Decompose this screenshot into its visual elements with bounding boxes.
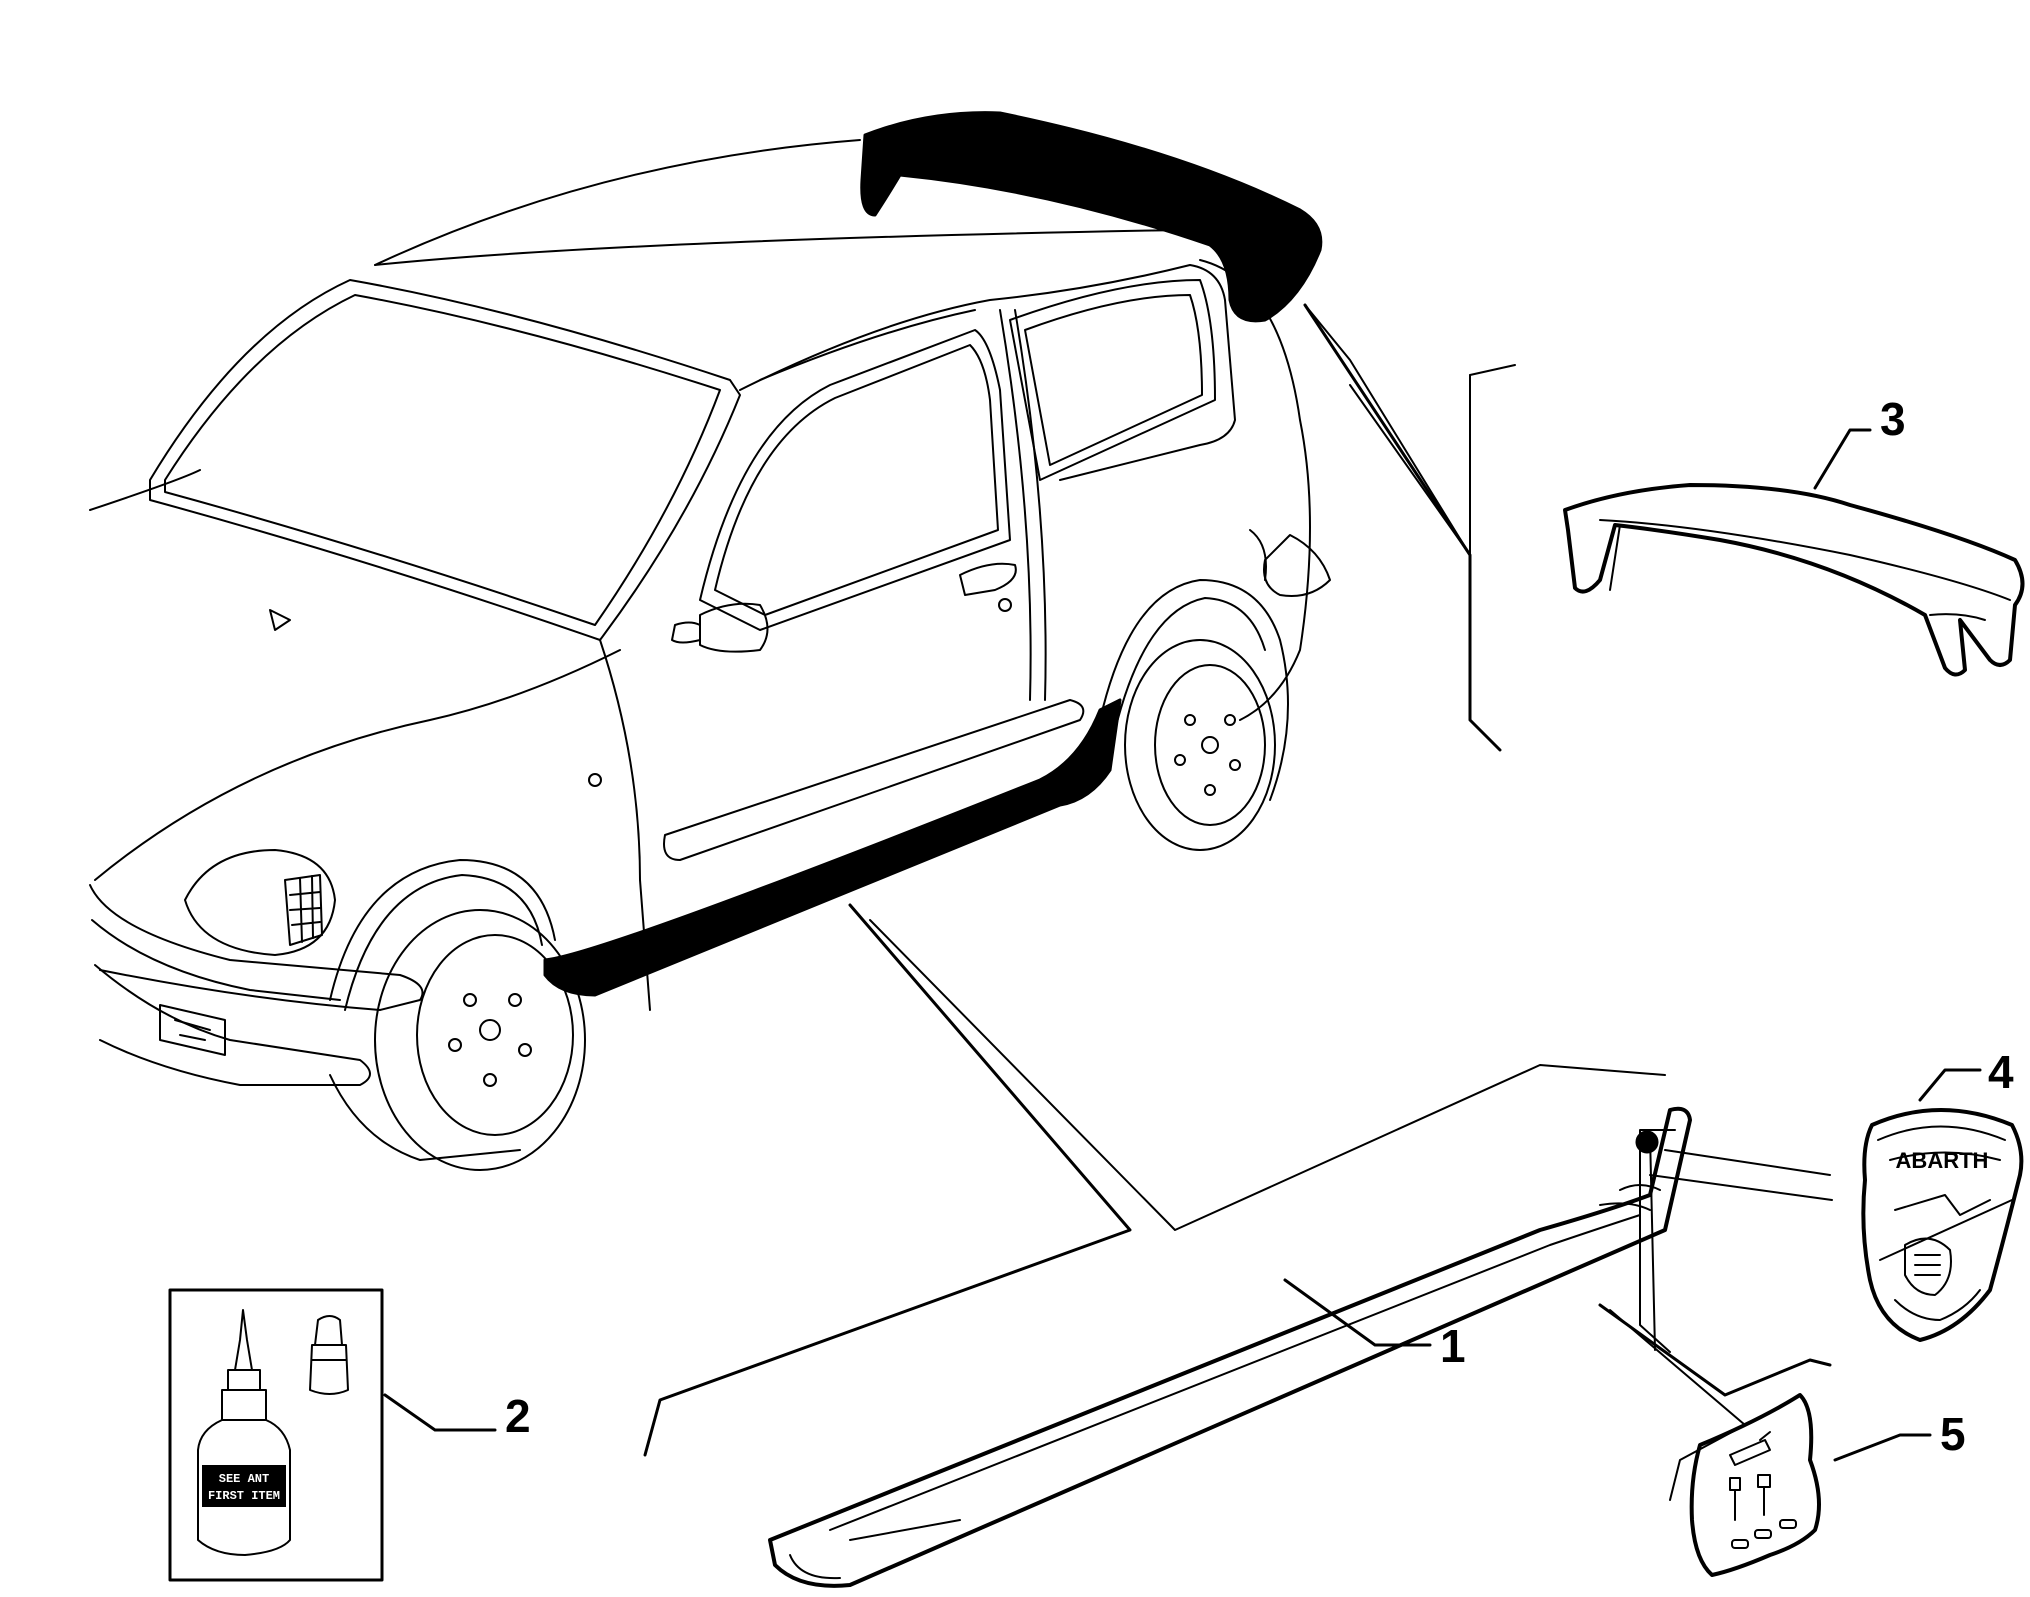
callout-4-leader — [1918, 1068, 1982, 1102]
abarth-badge: ABARTH — [1861, 1108, 2024, 1342]
badge-text: ABARTH — [1896, 1148, 1989, 1173]
callout-5-leader — [1833, 1433, 1932, 1462]
fastener-bag — [1689, 1393, 1821, 1577]
fastener-kit — [1689, 1393, 1821, 1577]
leader-lines — [643, 303, 1833, 1501]
adhesive-kit-box — [168, 1288, 384, 1582]
callout-1-leader — [1283, 1278, 1432, 1347]
bottle-label-text-1: SEE ANT — [219, 1472, 269, 1486]
rear-spoiler-part — [1563, 483, 2025, 677]
car-roof-spoiler-highlight — [860, 111, 1323, 323]
callout-1: 1 — [1440, 1320, 1466, 1372]
callout-5: 5 — [1940, 1408, 1966, 1460]
badge-shield — [1861, 1108, 2024, 1342]
bottle-cap — [314, 1315, 343, 1346]
car-highlighted-parts — [543, 111, 1323, 997]
callout-3: 3 — [1880, 393, 1906, 445]
car-side-skirt-highlight — [543, 698, 1122, 997]
callout-3-leader — [1813, 428, 1872, 490]
callout-leaders — [383, 428, 1982, 1462]
adhesive-bottle — [197, 1419, 291, 1556]
callout-numbers: 1 2 3 4 5 — [505, 393, 2014, 1460]
side-skirt-part — [768, 1106, 1692, 1588]
callout-4: 4 — [1988, 1046, 2014, 1098]
badge-mount-point — [1635, 1130, 1659, 1154]
bottle-nozzle — [234, 1309, 253, 1371]
bottle-label-text-2: FIRST ITEM — [208, 1489, 280, 1503]
callout-2: 2 — [505, 1390, 531, 1442]
adhesive-kit: SEE ANT FIRST ITEM — [168, 1288, 384, 1582]
callout-2-leader — [383, 1393, 497, 1432]
car-outline — [89, 139, 1331, 1171]
bottle-label — [202, 1465, 286, 1507]
